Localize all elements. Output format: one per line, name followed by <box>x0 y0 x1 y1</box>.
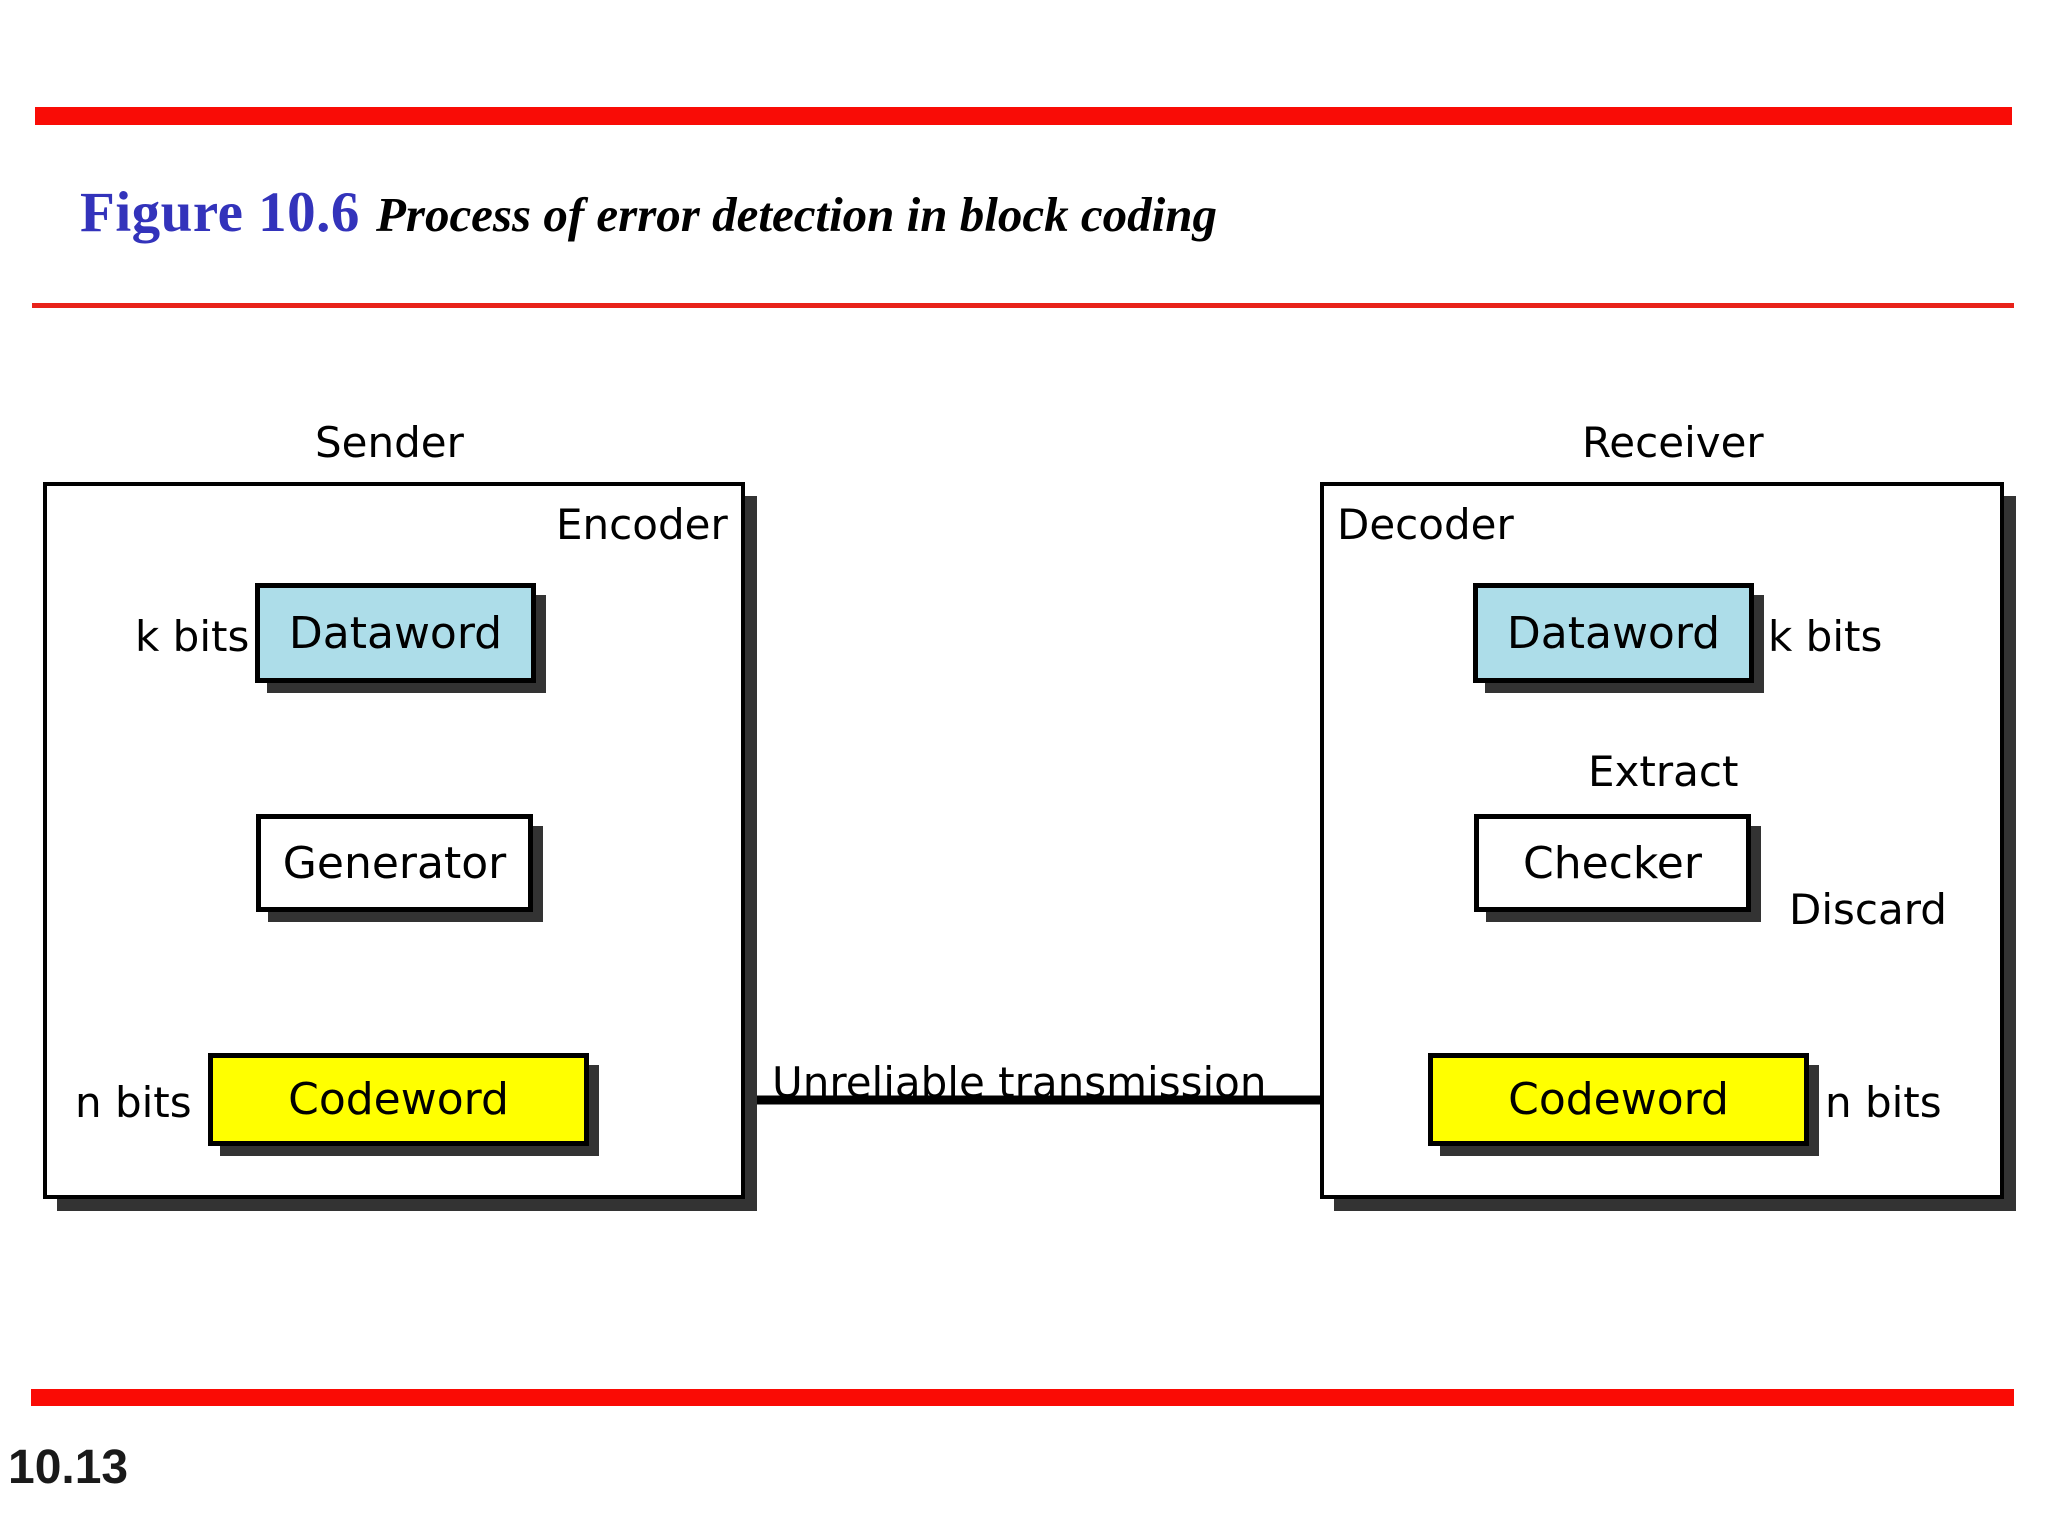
sender-generator-box[interactable]: Generator <box>256 814 533 912</box>
page-title: Figure 10.6 Process of error detection in… <box>80 180 1217 245</box>
sender-codeword-box[interactable]: Codeword <box>208 1053 589 1146</box>
top-red-rule <box>35 107 2012 125</box>
sender-k-bits-label: k bits <box>135 612 250 661</box>
sender-dataword-box[interactable]: Dataword <box>255 583 536 683</box>
encoder-label: Encoder <box>556 500 728 549</box>
receiver-codeword-box[interactable]: Codeword <box>1428 1053 1809 1146</box>
receiver-dataword-box[interactable]: Dataword <box>1473 583 1754 683</box>
figure-caption: Process of error detection in block codi… <box>375 187 1218 242</box>
receiver-checker-box[interactable]: Checker <box>1474 814 1751 912</box>
decoder-label: Decoder <box>1337 500 1514 549</box>
sender-n-bits-label: n bits <box>75 1078 192 1127</box>
receiver-label: Receiver <box>1582 418 1764 467</box>
sender-label: Sender <box>315 418 464 467</box>
title-underline-rule <box>32 303 2014 308</box>
figure-number: Figure 10.6 <box>80 181 360 244</box>
receiver-k-bits-label: k bits <box>1768 612 1883 661</box>
discard-label: Discard <box>1789 885 1947 934</box>
extract-label: Extract <box>1588 747 1739 796</box>
receiver-n-bits-label: n bits <box>1825 1078 1942 1127</box>
page-number: 10.13 <box>8 1441 129 1494</box>
unreliable-transmission-label: Unreliable transmission <box>772 1058 1267 1107</box>
bottom-red-rule <box>31 1389 2014 1406</box>
